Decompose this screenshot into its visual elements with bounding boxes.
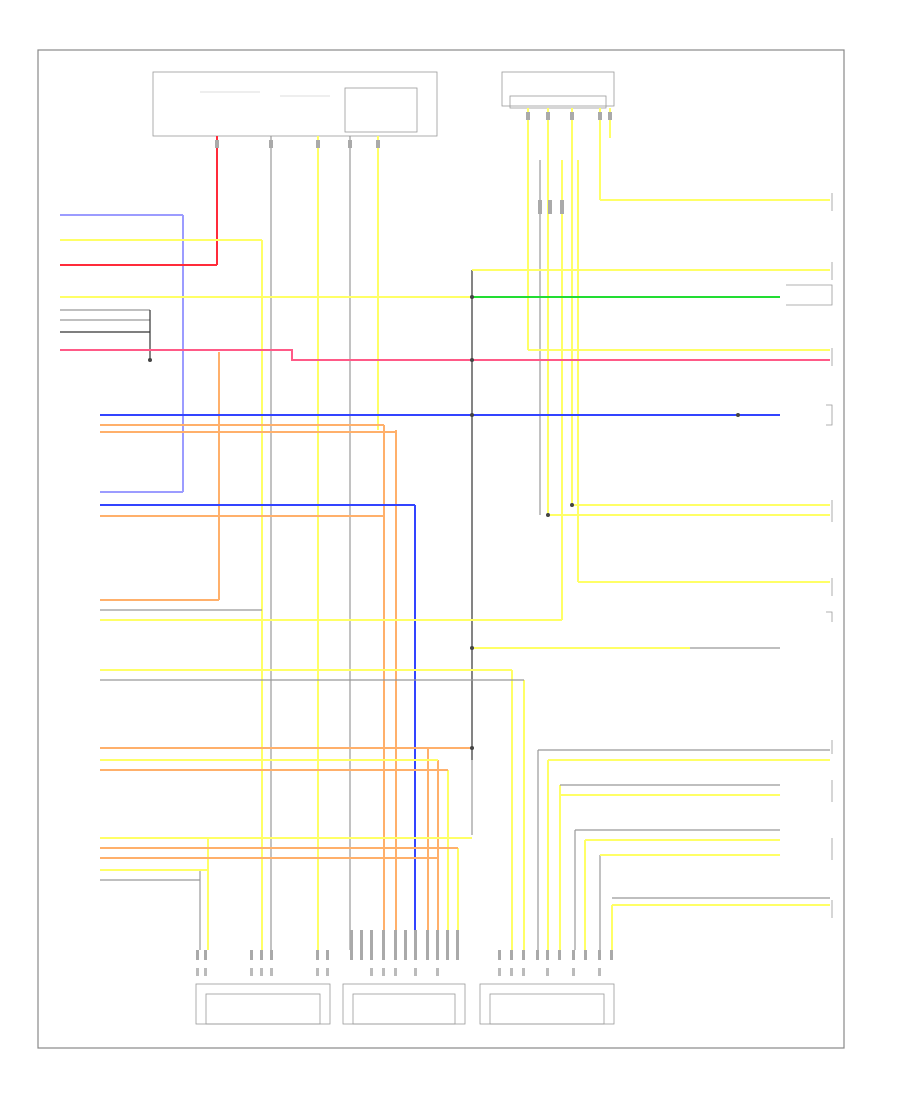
connector-bottom-middle [342, 983, 466, 1025]
connector-bottom-right [479, 983, 615, 1025]
connector-top-right [501, 71, 615, 109]
wire-pink-h-1 [60, 349, 830, 361]
right-connector-brackets [786, 193, 833, 918]
connector-bottom-left [195, 983, 331, 1025]
horizontal-wires [60, 199, 830, 906]
top-pin-markers [215, 112, 612, 214]
bottom-pin-rows-lower [196, 968, 601, 976]
vertical-wires [182, 108, 613, 950]
junction-block-top [152, 71, 438, 137]
splice-points [148, 295, 740, 750]
bottom-pin-rows [196, 930, 613, 960]
diagram-frame [37, 49, 845, 1049]
